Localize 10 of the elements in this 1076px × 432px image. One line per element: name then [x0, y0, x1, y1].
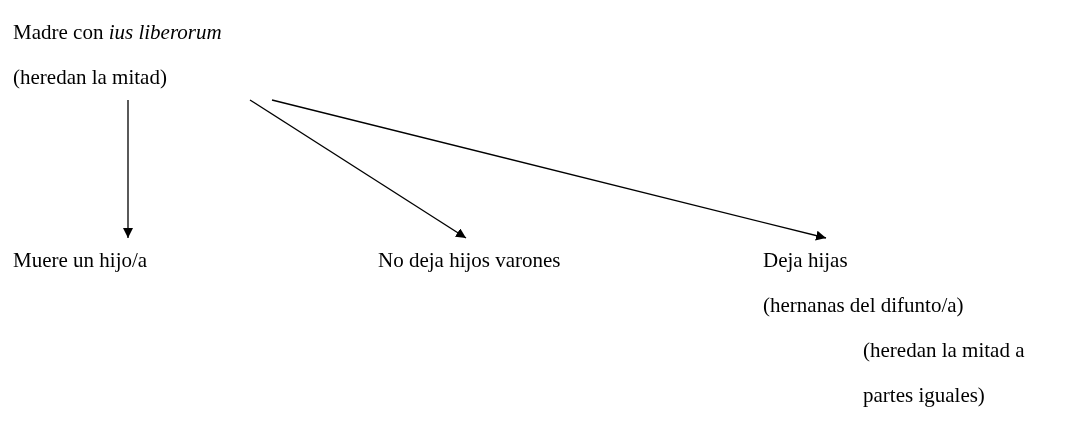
arrow [249, 99, 467, 239]
node-text: (heredan la mitad) [13, 64, 168, 91]
arrow [123, 99, 133, 239]
node-heading: Deja hijas [763, 247, 849, 274]
node-heading: Madre con ius liberorum [13, 19, 223, 46]
node-text: No deja hijos varones [378, 247, 562, 274]
node-text: Muere un hijo/a [13, 247, 149, 274]
arrow [271, 99, 827, 241]
node-text: (heredan la mitad a partes iguales) [863, 337, 1026, 409]
node-text: (hernanas del difunto/a) [763, 292, 965, 319]
